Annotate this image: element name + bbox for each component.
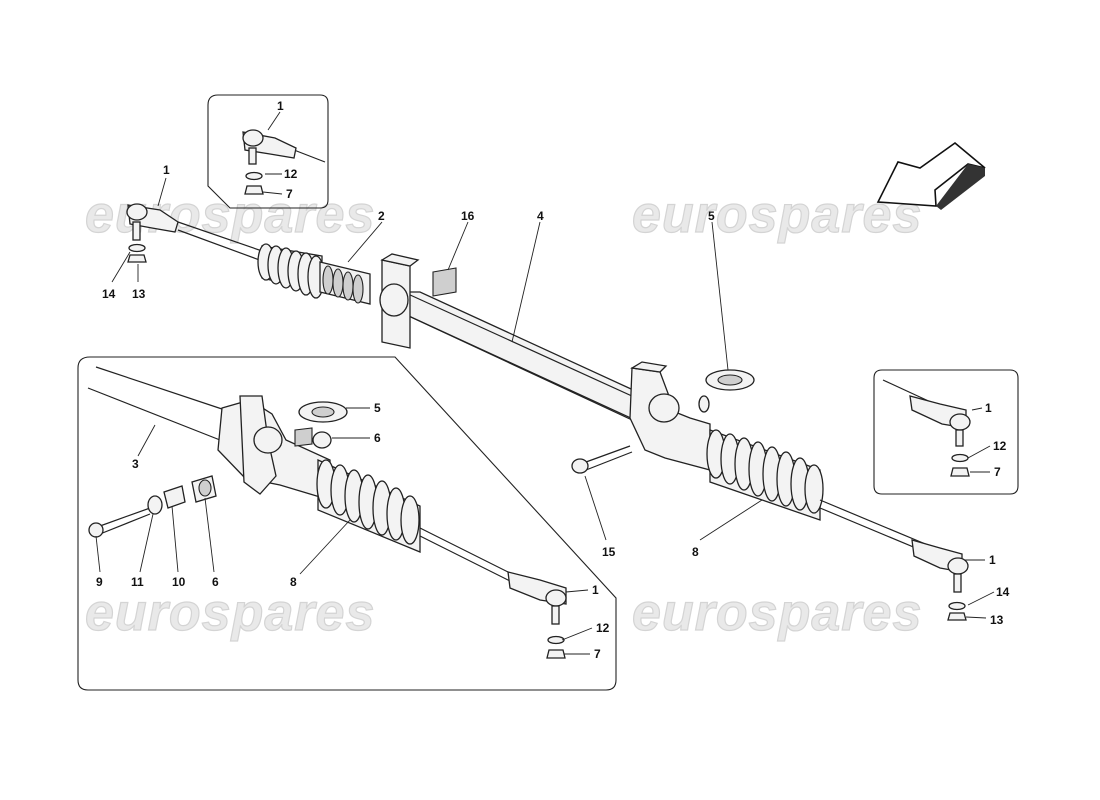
callout-12-inset-right: 12 (993, 439, 1007, 453)
callout-7-inset-top: 7 (286, 187, 293, 201)
detail-boot (316, 458, 421, 553)
left-mount-bracket (379, 253, 420, 349)
callout-6-detail-bottom: 6 (212, 575, 219, 589)
callout-14-left: 14 (102, 287, 116, 301)
callout-1-left: 1 (163, 163, 170, 177)
inset-box-top (207, 94, 329, 209)
callout-1-inset-right: 1 (985, 401, 992, 415)
detail-steering-gear (87, 366, 348, 501)
left-boot (257, 243, 325, 299)
callout-3: 3 (132, 457, 139, 471)
pad (432, 267, 457, 297)
leader-lines (95, 111, 995, 655)
callout-11: 11 (131, 575, 144, 589)
right-gear-housing (629, 361, 755, 471)
watermark-top-right: eurospares (632, 186, 922, 244)
callout-7-inset-right: 7 (994, 465, 1001, 479)
right-tie-rod-end (911, 539, 969, 621)
mounting-bolt (571, 445, 633, 474)
inset-top-tie-rod-end (242, 129, 326, 195)
callout-1-inset-top: 1 (277, 99, 284, 113)
callout-8-detail: 8 (290, 575, 297, 589)
inset-box-right (873, 369, 1019, 495)
detail-tie-rod (419, 527, 567, 659)
callout-6-detail-top: 6 (374, 431, 381, 445)
inset-right-tie-rod-end (882, 379, 971, 477)
detail-bolt-bushing-set (88, 475, 217, 538)
callout-1-right: 1 (989, 553, 996, 567)
right-boot (706, 429, 824, 521)
watermark-bottom-right: eurospares (632, 584, 922, 642)
callout-10: 10 (172, 575, 186, 589)
callout-4: 4 (537, 209, 544, 223)
callout-7-detail: 7 (594, 647, 601, 661)
direction-arrow-icon (876, 141, 986, 210)
callout-8-main: 8 (692, 545, 699, 559)
callout-5-detail: 5 (374, 401, 381, 415)
callout-2: 2 (378, 209, 385, 223)
rack-spring (319, 261, 371, 305)
callout-5-main: 5 (708, 209, 715, 223)
detail-box-bottom-left (77, 356, 617, 691)
callout-13-left: 13 (132, 287, 146, 301)
watermark-bottom-left: eurospares (85, 584, 375, 642)
callout-9: 9 (96, 575, 103, 589)
callout-16: 16 (461, 209, 475, 223)
callout-12-inset-top: 12 (284, 167, 298, 181)
callout-15: 15 (602, 545, 616, 559)
left-tie-rod-end (126, 203, 179, 263)
main-steering-rack (126, 203, 969, 621)
callout-14-right: 14 (996, 585, 1010, 599)
callout-12-detail: 12 (596, 621, 610, 635)
callout-13-right: 13 (990, 613, 1004, 627)
callout-1-detail: 1 (592, 583, 599, 597)
